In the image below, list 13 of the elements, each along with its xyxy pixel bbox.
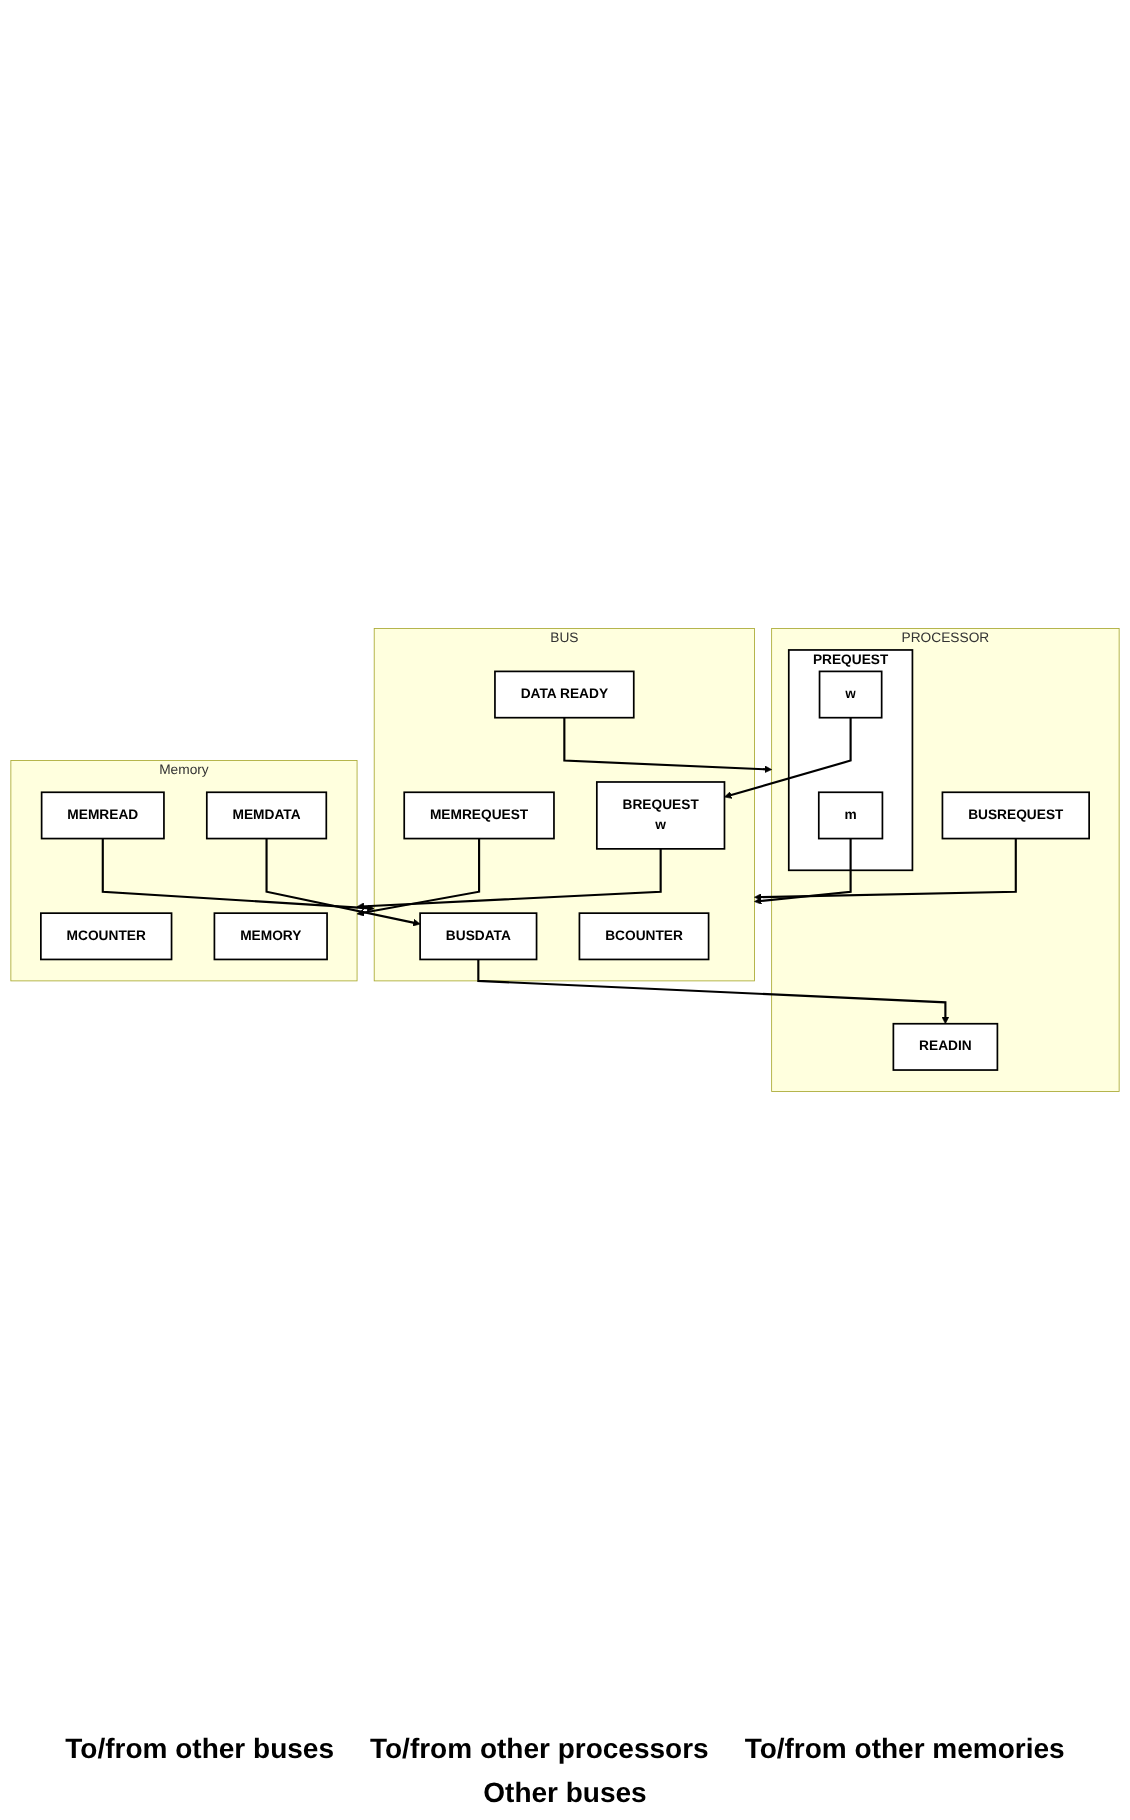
arrow bbox=[563, 717, 772, 774]
note-label: Other buses bbox=[483, 1776, 647, 1808]
arrow bbox=[265, 838, 421, 927]
arrow bbox=[356, 838, 481, 917]
arrow bbox=[477, 959, 950, 1025]
arrow bbox=[101, 838, 375, 912]
arrow bbox=[754, 838, 1017, 901]
arrow bbox=[754, 838, 852, 905]
note-label: To/from other memories bbox=[744, 1732, 1065, 1764]
arrow bbox=[724, 717, 852, 799]
note-label: To/from other processors bbox=[369, 1732, 709, 1764]
arrow bbox=[356, 848, 662, 911]
note-label: To/from other buses bbox=[65, 1732, 334, 1764]
